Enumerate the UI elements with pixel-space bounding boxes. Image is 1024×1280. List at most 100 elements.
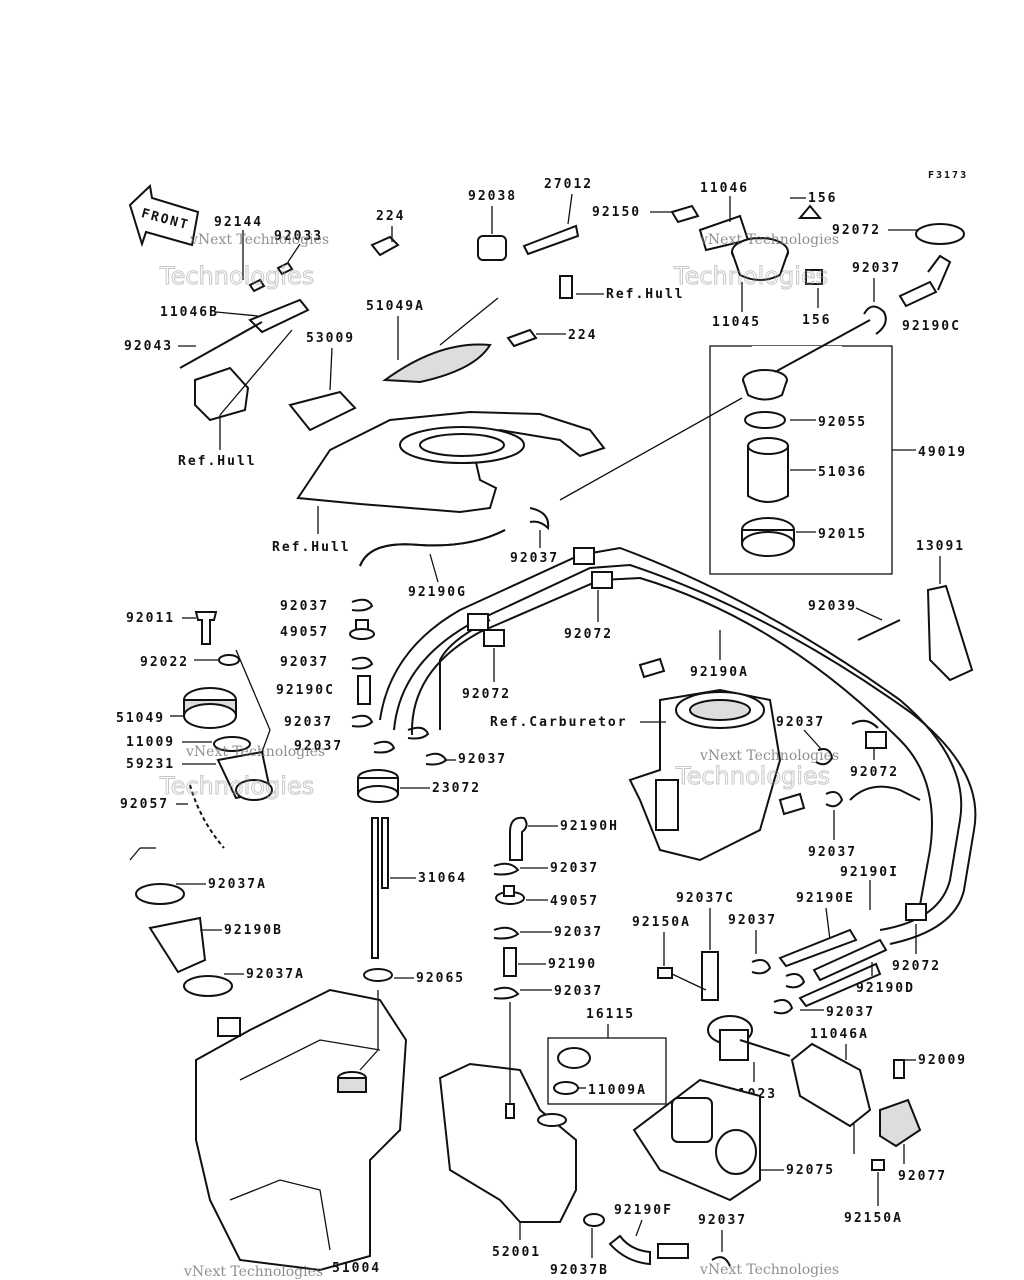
fuel-valve (707, 1015, 791, 1061)
label-92038: 92038 (468, 189, 517, 204)
watermark-10: vNext Technologies (699, 1262, 839, 1278)
label-11046A: 11046A (810, 1027, 869, 1042)
fuel-lines (379, 546, 977, 945)
hatch-cover (288, 343, 606, 514)
fuel-tank (195, 988, 408, 1272)
label-92039: 92039 (808, 599, 857, 614)
label-92015: 92015 (818, 527, 867, 542)
label-31064: 31064 (418, 871, 467, 886)
label-92037-c1: 92037 (280, 599, 329, 614)
label-27012: 27012 (544, 177, 593, 192)
pad-92075 (632, 1078, 761, 1202)
label-49019: 49019 (918, 445, 967, 460)
carburetor (628, 657, 806, 862)
label-92037A-1: 92037A (208, 877, 267, 892)
label-51004: 51004 (332, 1261, 381, 1276)
label-11009: 11009 (126, 735, 175, 750)
label-49057-a: 49057 (280, 625, 329, 640)
label-92037-carb: 92037 (776, 715, 825, 730)
label-92190A: 92190A (690, 665, 749, 680)
grommet-27012 (477, 224, 580, 299)
watermark-3: vNext Technologies (699, 232, 839, 248)
label-92037A-2: 92037A (246, 967, 305, 982)
label-92190D: 92190D (856, 981, 915, 996)
label-53009: 53009 (306, 331, 355, 346)
label-92037-c2: 92037 (280, 655, 329, 670)
fuel-cap (557, 1047, 591, 1069)
label-11009A: 11009A (588, 1083, 647, 1098)
label-92037-c5: 92037 (458, 752, 507, 767)
label-92190I: 92190I (840, 865, 899, 880)
label-92190B: 92190B (224, 923, 283, 938)
label-156-bot: 156 (802, 313, 831, 328)
label-92190G: 92190G (408, 585, 467, 600)
bracket-13091 (857, 584, 974, 682)
label-92072-a: 92072 (564, 627, 613, 642)
label-92072-b: 92072 (462, 687, 511, 702)
watermark-9: vNext Technologies (183, 1264, 323, 1280)
label-92190C-top: 92190C (902, 319, 961, 334)
label-92022: 92022 (140, 655, 189, 670)
front-arrow: FRONT (128, 183, 200, 248)
label-13091: 13091 (916, 539, 965, 554)
label-92190C-mid: 92190C (276, 683, 335, 698)
label-156-top: 156 (808, 191, 837, 206)
watermark-4: Technologies (673, 262, 828, 290)
watermark-8: Technologies (675, 762, 830, 790)
label-92072-carb: 92072 (850, 765, 899, 780)
label-52001: 52001 (492, 1245, 541, 1260)
watermark-2: Technologies (159, 262, 314, 290)
label-92037-r2: 92037 (826, 1005, 875, 1020)
label-92037-c4: 92037 (294, 739, 343, 754)
label-92075: 92075 (786, 1163, 835, 1178)
label-92037-r1: 92037 (728, 913, 777, 928)
label-49057-b: 49057 (550, 894, 599, 909)
label-92055: 92055 (818, 415, 867, 430)
label-ref-hull-3: Ref.Hull (606, 287, 685, 302)
figure-code: F3173 (928, 170, 968, 181)
label-ref-hull-2: Ref.Hull (272, 540, 351, 555)
label-224-top: 224 (376, 209, 405, 224)
label-92057: 92057 (120, 797, 169, 812)
label-92150A-2: 92150A (844, 1211, 903, 1226)
label-92144: 92144 (214, 215, 263, 230)
fuel-filter-assembly (670, 204, 893, 575)
watermark-6: Technologies (159, 772, 314, 800)
bracket-11046A (790, 1042, 922, 1171)
label-92037-vent: 92037 (510, 551, 559, 566)
label-92190: 92190 (548, 957, 597, 972)
small-parts-center (349, 598, 448, 982)
label-11045: 11045 (712, 315, 761, 330)
label-92190E: 92190E (796, 891, 855, 906)
label-92072-top: 92072 (832, 223, 881, 238)
cap-gasket (553, 1081, 579, 1095)
label-51049: 51049 (116, 711, 165, 726)
label-92043: 92043 (124, 339, 173, 354)
label-92077: 92077 (898, 1169, 947, 1184)
label-ref-carburetor: Ref.Carburetor (490, 715, 628, 730)
label-92037-bot: 92037 (698, 1213, 747, 1228)
label-92150: 92150 (592, 205, 641, 220)
watermark-5: vNext Technologies (185, 744, 325, 760)
label-92190F: 92190F (614, 1203, 673, 1218)
label-23072: 23072 (432, 781, 481, 796)
label-92037-d1: 92037 (550, 861, 599, 876)
label-51049A: 51049A (366, 299, 425, 314)
label-224-mid: 224 (568, 328, 597, 343)
label-92190H: 92190H (560, 819, 619, 834)
label-16115: 16115 (586, 1007, 635, 1022)
label-11046B: 11046B (160, 305, 219, 320)
label-92009: 92009 (918, 1053, 967, 1068)
small-parts-left (183, 611, 273, 849)
cap-box (547, 1037, 667, 1105)
bracket-group (179, 235, 400, 422)
label-92037B: 92037B (550, 1263, 609, 1278)
watermarks: vNext Technologies Technologies vNext Te… (159, 232, 840, 1280)
label-11046: 11046 (700, 181, 749, 196)
label-92011: 92011 (126, 611, 175, 626)
label-92150A-1: 92150A (632, 915, 691, 930)
label-92072-r: 92072 (892, 959, 941, 974)
label-92065: 92065 (416, 971, 465, 986)
label-59231: 59231 (126, 757, 175, 772)
